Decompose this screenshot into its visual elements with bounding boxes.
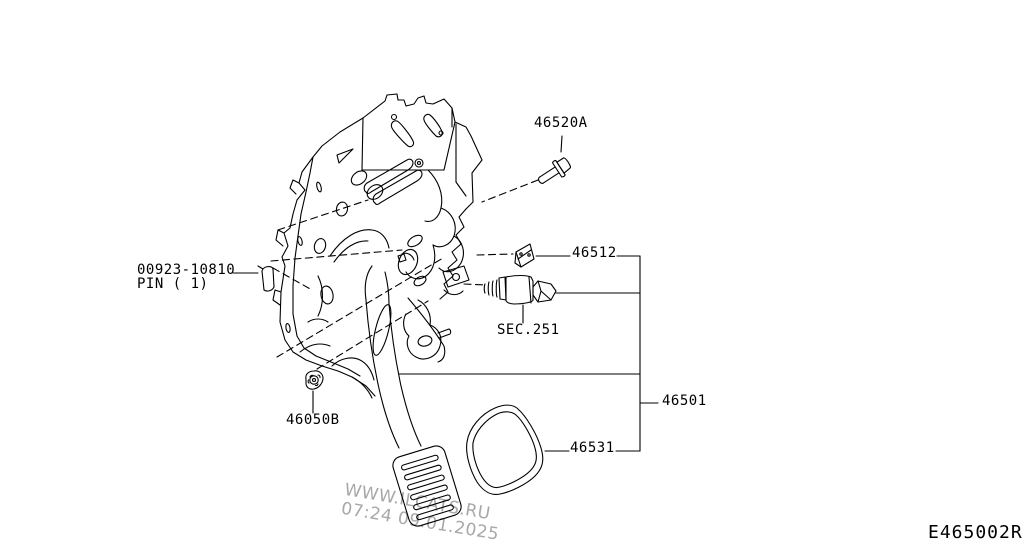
dashed-leader-lines [270, 179, 539, 370]
diagram-code: E465002R [928, 522, 1023, 543]
pin-drawing [257, 265, 275, 292]
callout-pedal-assembly-46501: 46501 [662, 393, 707, 409]
callout-section-ref: SEC.251 [497, 322, 560, 338]
callout-bolt-46520a: 46520A [534, 115, 588, 131]
callout-leader-lines [232, 135, 659, 452]
pad-cover-drawing [466, 404, 544, 495]
bracket-left-plate-drawing [272, 117, 423, 397]
callout-pin-quantity: PIN ( 1) [137, 276, 209, 292]
pedal-pad-drawing [392, 445, 462, 527]
clip-drawing [514, 243, 535, 268]
switch-drawing [483, 274, 557, 305]
callout-pin-part-number: 00923-10810 [137, 262, 236, 278]
bracket-top-plate-drawing [361, 93, 483, 300]
callout-clip-46512: 46512 [572, 245, 617, 261]
pedal-arm-drawing [364, 265, 422, 449]
bracket-body-drawing [299, 169, 470, 399]
bolt-drawing [538, 157, 571, 184]
callout-nut-46050b: 46050B [286, 412, 340, 428]
callout-pad-cover-46531: 46531 [570, 440, 615, 456]
nut-drawing [305, 370, 324, 390]
